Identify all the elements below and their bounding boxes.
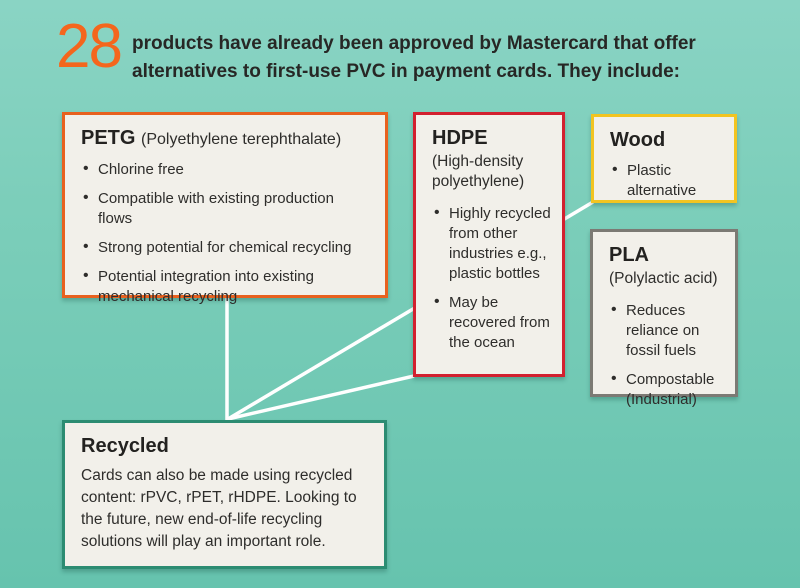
approved-count: 28 — [56, 12, 123, 81]
bullet-item: Highly recycled from other industries e.… — [432, 203, 554, 284]
headline: products have already been approved by M… — [132, 30, 732, 86]
card-recycled: Recycled Cards can also be made using re… — [62, 420, 387, 569]
card-petg: PETG (Polyethylene terephthalate) Chlori… — [62, 112, 388, 305]
bullet-item: Compatible with existing production flow… — [81, 188, 371, 229]
bullet-item: Strong potential for chemical recycling — [81, 237, 371, 258]
bullet-item: Compostable (Industrial) — [609, 369, 721, 410]
card-recycled-body: Cards can also be made using recycled co… — [81, 467, 357, 550]
card-hdpe-title: HDPE — [432, 127, 488, 149]
bullet-item: Chlorine free — [81, 159, 371, 180]
connector-recycled-hdpe — [227, 374, 415, 421]
card-wood: Wood Plastic alternative — [591, 114, 737, 203]
headline-line1: products have already been approved by M… — [132, 33, 696, 54]
card-hdpe-bullet-list: Highly recycled from other industries e.… — [432, 203, 554, 353]
card-pla-bullet-list: Reduces reliance on fossil fuels Compost… — [609, 300, 721, 410]
card-pla: PLA (Polylactic acid) Reduces reliance o… — [590, 229, 738, 408]
card-wood-bullet-list: Plastic alternative — [610, 160, 720, 201]
card-petg-subtitle: (Polyethylene terephthalate) — [141, 131, 342, 148]
card-petg-heading: PETG (Polyethylene terephthalate) — [81, 127, 371, 151]
card-pla-title: PLA — [609, 244, 649, 266]
card-petg-title: PETG — [81, 127, 136, 149]
bullet-item: Potential integration into existing mech… — [81, 266, 371, 307]
bullet-item: Plastic alternative — [610, 160, 720, 201]
headline-line2: alternatives to first-use PVC in payment… — [132, 61, 680, 82]
card-pla-subtitle: (Polylactic acid) — [609, 270, 718, 287]
card-hdpe: HDPE (High-density polyethylene) Highly … — [413, 112, 565, 377]
bullet-item: May be recovered from the ocean — [432, 292, 554, 353]
card-petg-bullet-list: Chlorine free Compatible with existing p… — [81, 159, 371, 307]
bullet-item: Reduces reliance on fossil fuels — [609, 300, 721, 361]
card-hdpe-subtitle: (High-density polyethylene) — [432, 153, 525, 190]
card-recycled-title: Recycled — [81, 435, 169, 457]
card-wood-title: Wood — [610, 129, 666, 151]
